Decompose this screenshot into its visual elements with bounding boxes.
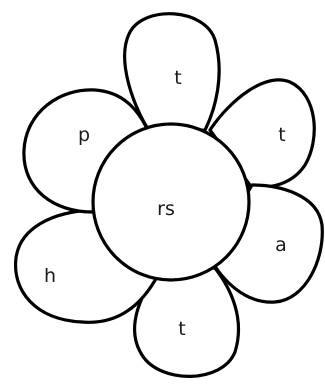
petal-lower-left-label: h [44, 265, 56, 287]
center-label: rs [157, 198, 175, 220]
petal-right-label: a [275, 234, 287, 256]
petal-bottom-label: t [178, 318, 185, 340]
petal-upper-left-label: p [78, 124, 90, 146]
petal-upper-right-label: t [278, 124, 285, 146]
petal-top-label: t [174, 67, 181, 89]
